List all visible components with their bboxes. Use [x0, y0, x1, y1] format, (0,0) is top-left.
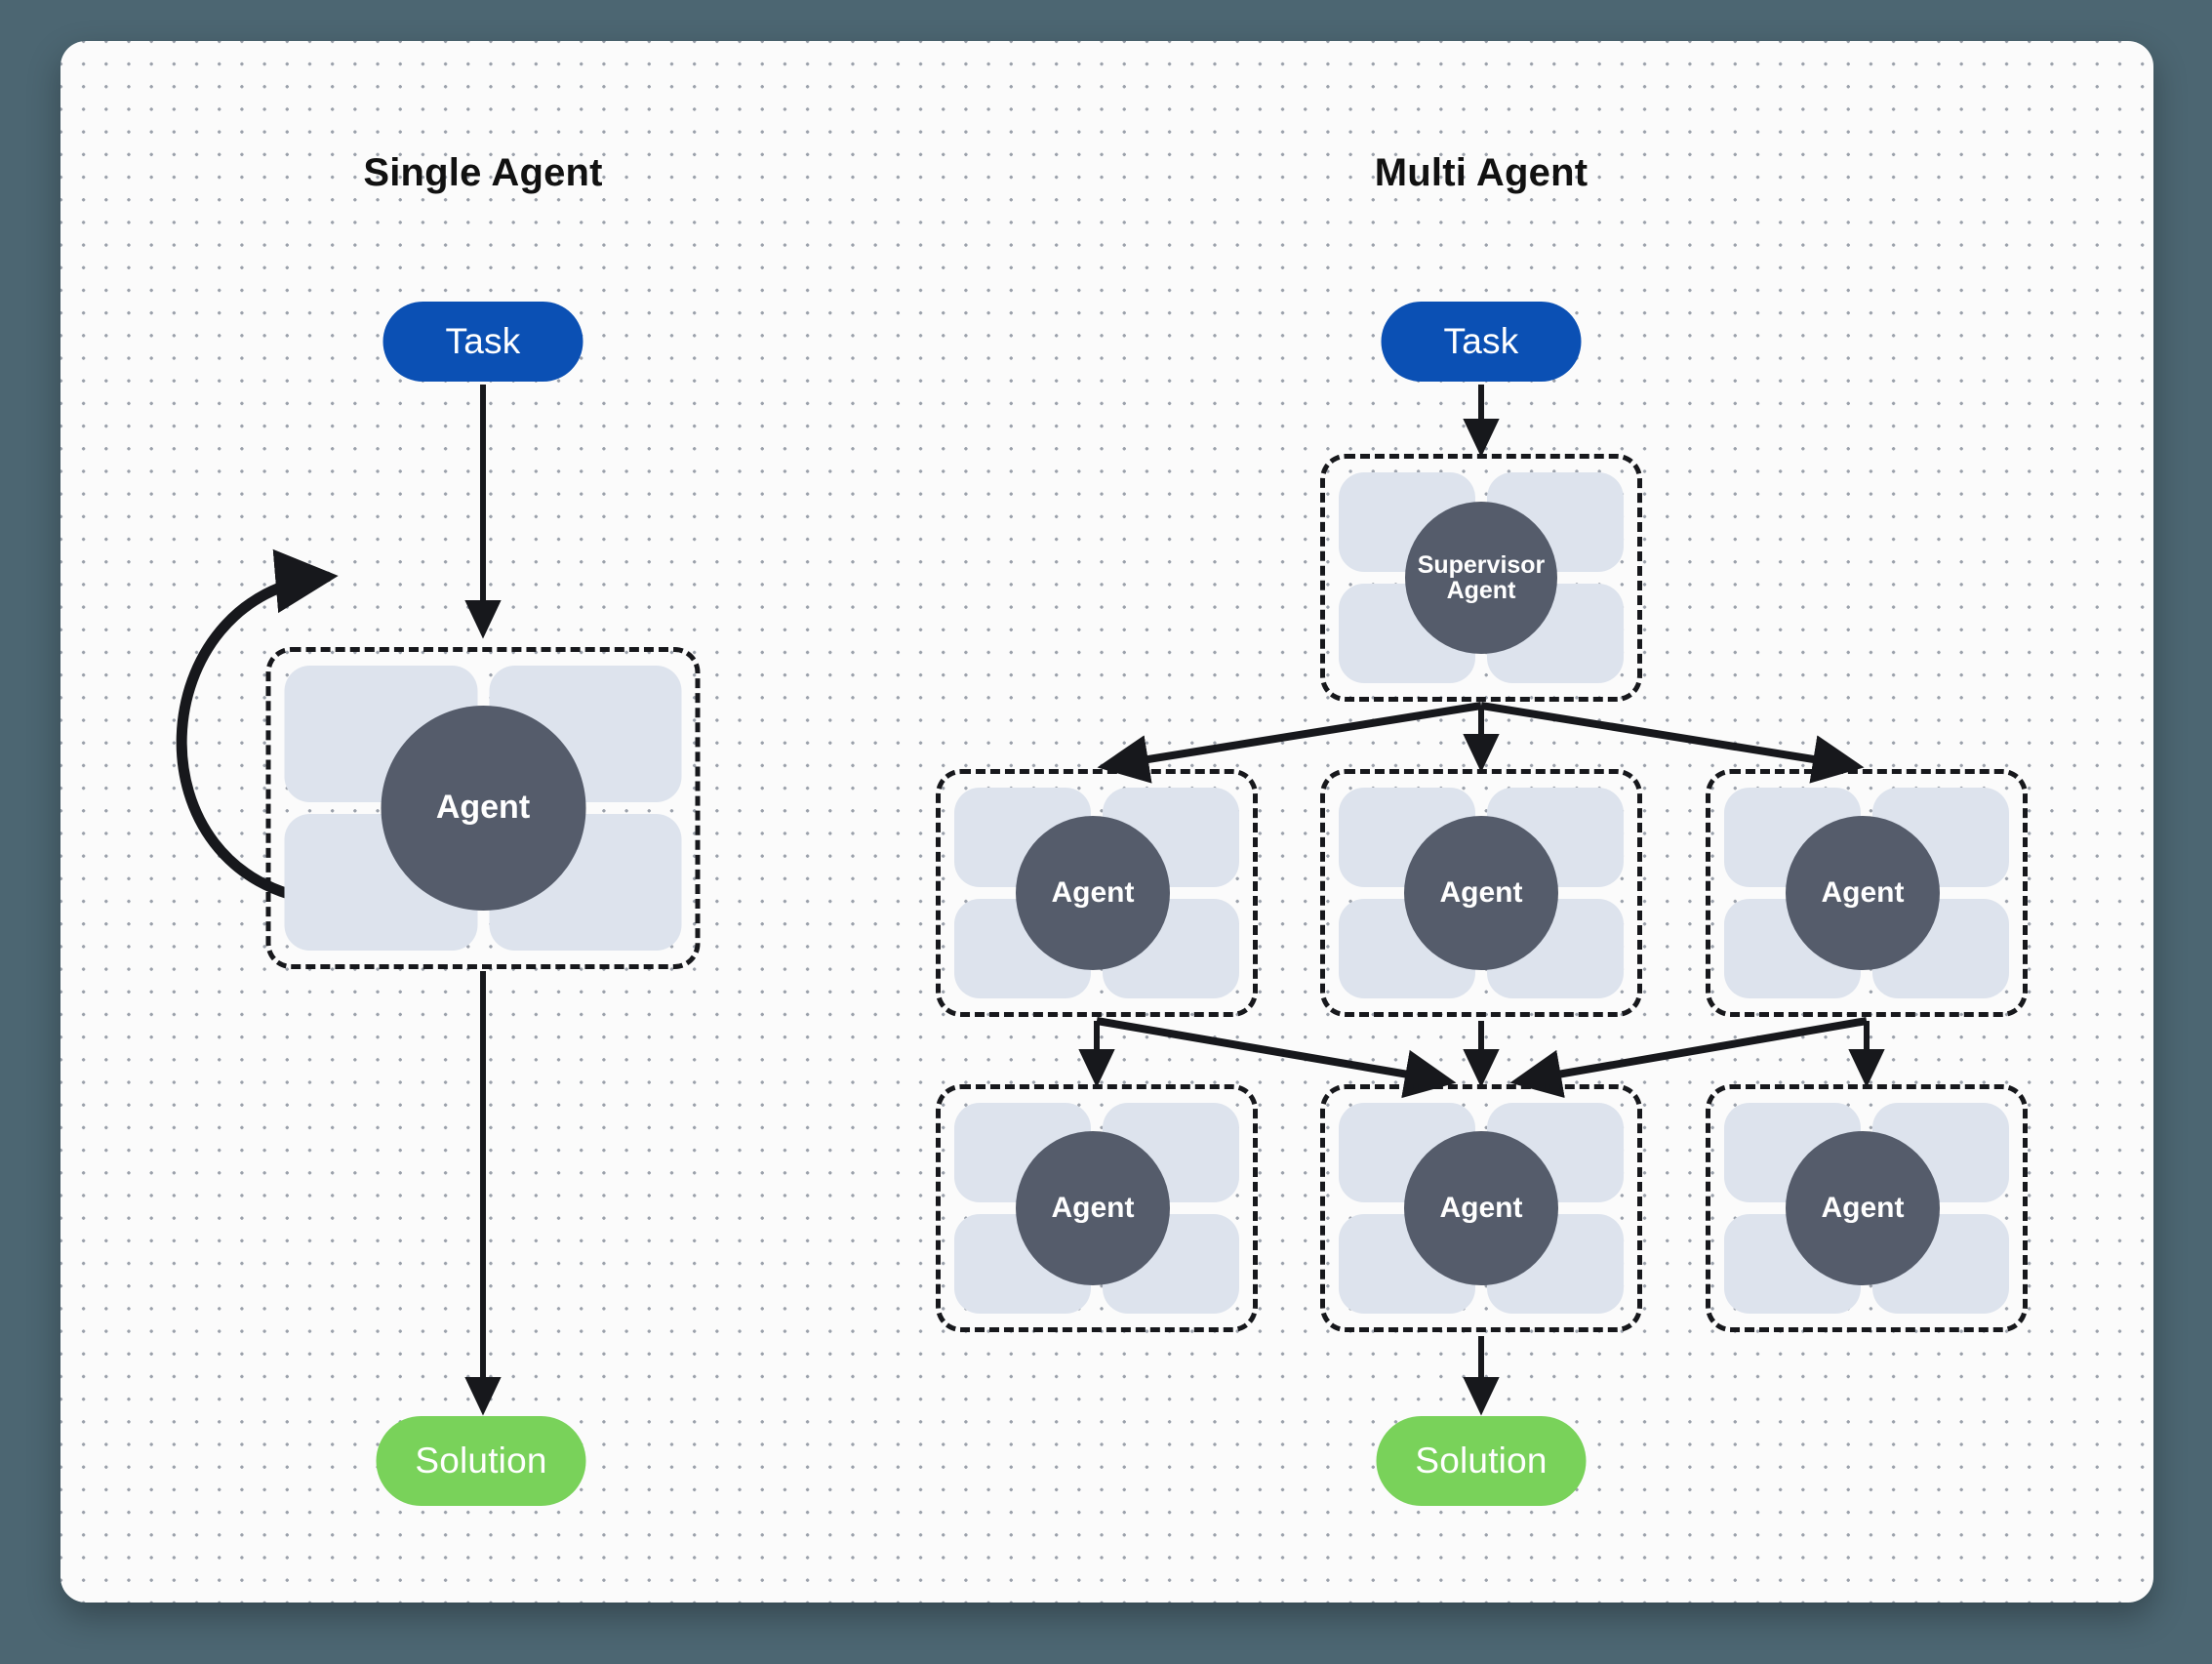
agent-core-circle: Agent — [1016, 1131, 1170, 1285]
node-task-multi[interactable]: Task — [1381, 302, 1582, 382]
node-solution-single-label: Solution — [415, 1441, 547, 1481]
page-title-single-agent: Single Agent — [363, 151, 603, 194]
node-agent-row2-center[interactable]: Agent — [1320, 1084, 1642, 1332]
agent-tile-grid: Agent — [1724, 1103, 2009, 1314]
node-agent-row2-left-label: Agent — [1051, 1192, 1135, 1225]
node-agent-row2-left[interactable]: Agent — [936, 1084, 1258, 1332]
node-task-multi-label: Task — [1443, 321, 1519, 361]
page-title-multi-agent: Multi Agent — [1374, 151, 1589, 194]
node-agent-row2-right[interactable]: Agent — [1706, 1084, 2028, 1332]
node-agent-row1-left[interactable]: Agent — [936, 769, 1258, 1017]
node-supervisor-label-line1: Supervisor — [1417, 551, 1546, 579]
agent-tile-grid: Agent — [1339, 788, 1624, 998]
node-agent-single[interactable]: Agent — [265, 647, 701, 969]
agent-core-circle: Agent — [1404, 1131, 1558, 1285]
node-agent-single-label: Agent — [435, 789, 531, 827]
agent-core-circle: Agent — [381, 706, 585, 911]
agent-tile-grid: Agent — [1339, 1103, 1624, 1314]
node-agent-row1-right-label: Agent — [1821, 876, 1905, 910]
node-task-single[interactable]: Task — [382, 302, 583, 382]
agent-tile-grid: Agent — [284, 666, 682, 951]
node-task-single-label: Task — [445, 321, 521, 361]
agent-tile-grid: Agent — [1724, 788, 2009, 998]
node-agent-row2-right-label: Agent — [1821, 1192, 1905, 1225]
node-agent-row2-center-label: Agent — [1439, 1192, 1523, 1225]
node-solution-single[interactable]: Solution — [376, 1416, 586, 1506]
agent-core-circle: Agent — [1404, 816, 1558, 970]
node-supervisor-label-line2: Agent — [1446, 577, 1516, 604]
node-solution-multi-label: Solution — [1415, 1441, 1548, 1481]
node-agent-row1-right[interactable]: Agent — [1706, 769, 2028, 1017]
agent-core-circle: Agent — [1786, 816, 1940, 970]
agent-core-circle: Agent — [1786, 1131, 1940, 1285]
node-agent-row1-center-label: Agent — [1439, 876, 1523, 910]
agent-core-circle: Agent — [1016, 816, 1170, 970]
agent-tile-grid: Agent — [954, 788, 1239, 998]
node-agent-row1-center[interactable]: Agent — [1320, 769, 1642, 1017]
node-agent-row1-left-label: Agent — [1051, 876, 1135, 910]
node-solution-multi[interactable]: Solution — [1376, 1416, 1587, 1506]
agent-tile-grid: Agent — [954, 1103, 1239, 1314]
